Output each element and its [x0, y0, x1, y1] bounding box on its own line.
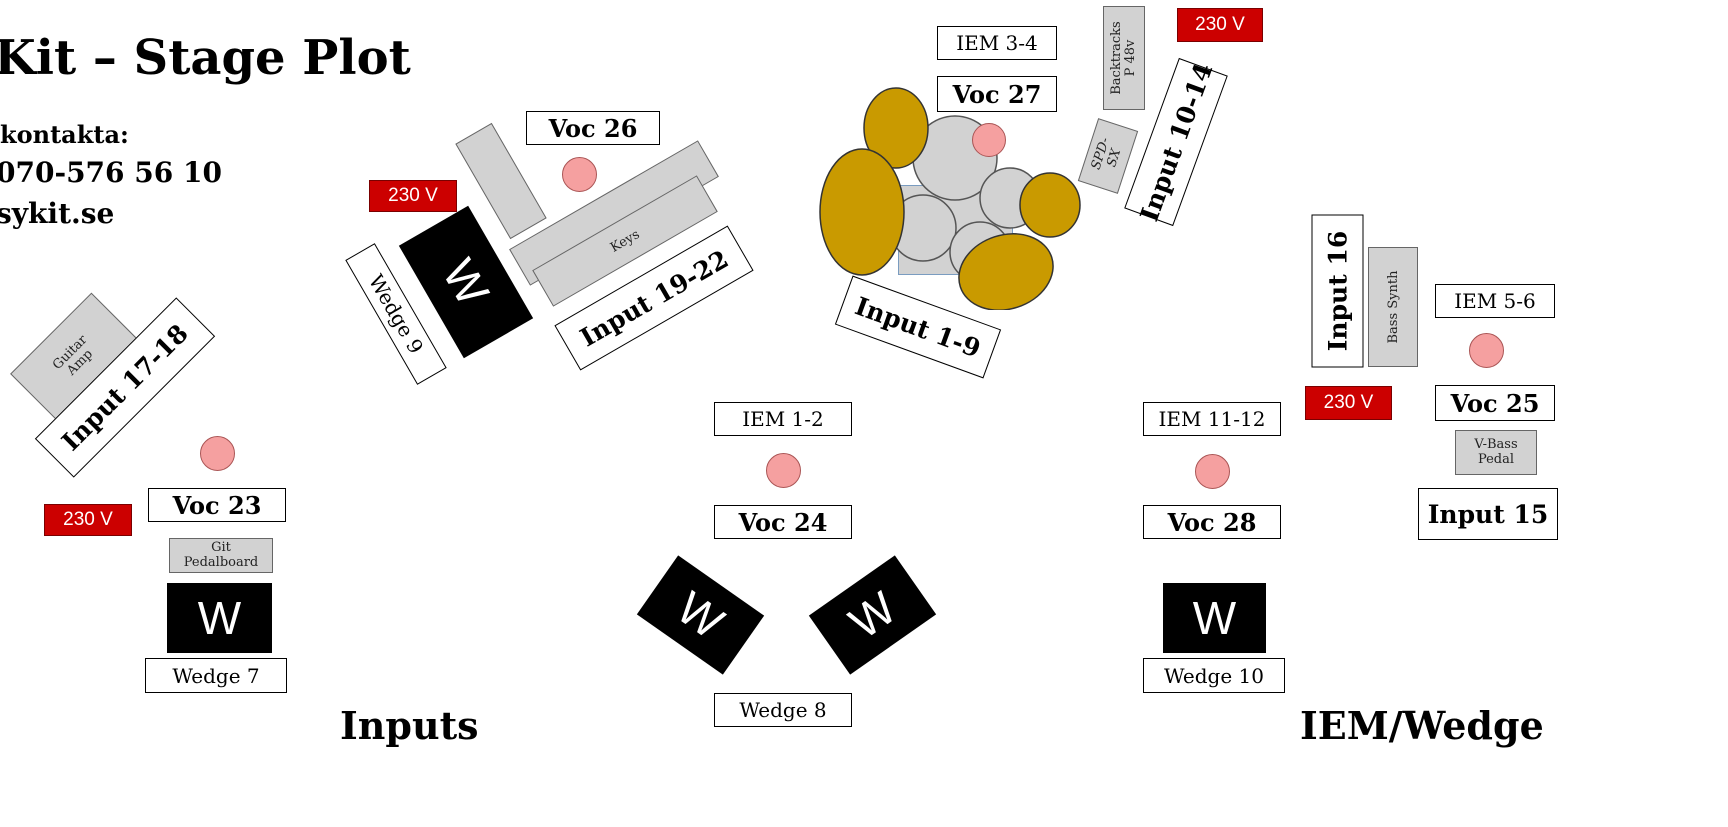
backtracks: Backtracks P 48v — [1103, 6, 1145, 110]
vocal-mic-voc-23: Voc 23 — [148, 488, 286, 522]
input-16-label: Input 16 — [1311, 214, 1364, 368]
vocal-mic-voc-28: Voc 28 — [1143, 505, 1281, 539]
contact-phone: 070-576 56 10 — [0, 156, 222, 189]
mic-position-voc-24 — [766, 453, 801, 488]
cymbal — [958, 233, 1054, 310]
cymbal — [863, 87, 929, 169]
wedge-7-label: Wedge 7 — [145, 658, 287, 693]
page-title: Kit – Stage Plot — [0, 30, 411, 86]
cymbal — [819, 148, 905, 276]
vocal-mic-voc-24: Voc 24 — [714, 505, 852, 539]
wedge-8-label: Wedge 8 — [714, 693, 852, 727]
contact-label: kontakta: — [0, 120, 129, 149]
wedge-monitor-10: W — [1163, 583, 1266, 653]
cymbal — [1019, 172, 1081, 238]
inputs-heading: Inputs — [340, 703, 479, 748]
vocal-mic-voc-26: Voc 26 — [526, 111, 660, 145]
wedge-monitor-8-left: W — [636, 555, 765, 675]
iem-wedge-heading: IEM/Wedge — [1300, 703, 1544, 748]
power-outlet: 230 V — [1177, 8, 1263, 42]
mic-position-voc-26 — [562, 157, 597, 192]
mic-position-voc-27 — [972, 123, 1006, 157]
mic-position-voc-25 — [1469, 333, 1504, 368]
power-outlet: 230 V — [369, 180, 457, 212]
power-outlet: 230 V — [44, 504, 132, 536]
wedge-monitor-7: W — [167, 583, 272, 653]
git-pedalboard: Git Pedalboard — [169, 538, 273, 573]
input-15-label: Input 15 — [1418, 488, 1558, 540]
wedge-monitor-8-right: W — [808, 555, 937, 675]
bass-synth: Bass Synth — [1368, 247, 1418, 367]
iem-11-12-label: IEM 11-12 — [1143, 402, 1281, 436]
iem-1-2-label: IEM 1-2 — [714, 402, 852, 436]
mic-position-voc-28 — [1195, 454, 1230, 489]
iem-3-4-label: IEM 3-4 — [937, 26, 1057, 60]
vocal-mic-voc-25: Voc 25 — [1435, 385, 1555, 421]
vocal-mic-voc-27: Voc 27 — [937, 76, 1057, 112]
mic-position-voc-23 — [200, 436, 235, 471]
iem-5-6-label: IEM 5-6 — [1435, 284, 1555, 318]
vbass-pedal: V-Bass Pedal — [1455, 430, 1537, 475]
contact-web: sykit.se — [0, 197, 115, 230]
power-outlet: 230 V — [1305, 386, 1392, 420]
wedge-10-label: Wedge 10 — [1143, 658, 1285, 693]
